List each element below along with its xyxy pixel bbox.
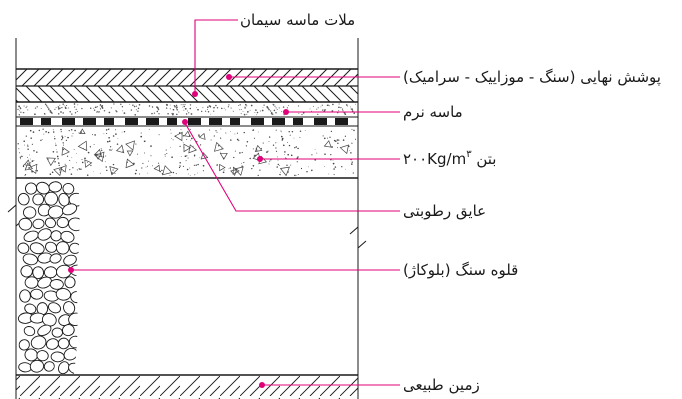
concrete-value: ۲۰۰Kg/m [403,150,466,168]
concrete-layer [16,128,358,179]
labels: ملات ماسه سیمان پوشش نهایی (سنگ - موزایی… [240,11,661,394]
damp-proof-layer [16,116,358,127]
soft-sand-layer [17,103,356,116]
rubble-stone-layer [17,181,80,374]
leader-lines [68,19,400,388]
label-rubble-stone: قلوه سنگ (بلوکاژ) [403,261,518,279]
cement-mortar-layer [16,85,358,103]
label-damp-proof: عایق رطوبتی [403,202,486,220]
concrete-exponent: ۳ [466,149,472,160]
natural-ground-layer [16,374,358,399]
final-cover-layer [16,68,358,86]
label-cement-mortar: ملات ماسه سیمان [240,11,355,29]
label-concrete: ۲۰۰Kg/m۳ بتن [403,149,496,168]
label-final-cover: پوشش نهایی (سنگ - موزاییک - سرامیک) [403,68,661,87]
concrete-prefix: بتن [476,150,496,168]
label-natural-ground: زمین طبیعی [403,376,480,394]
label-soft-sand: ماسه نرم [403,103,463,121]
